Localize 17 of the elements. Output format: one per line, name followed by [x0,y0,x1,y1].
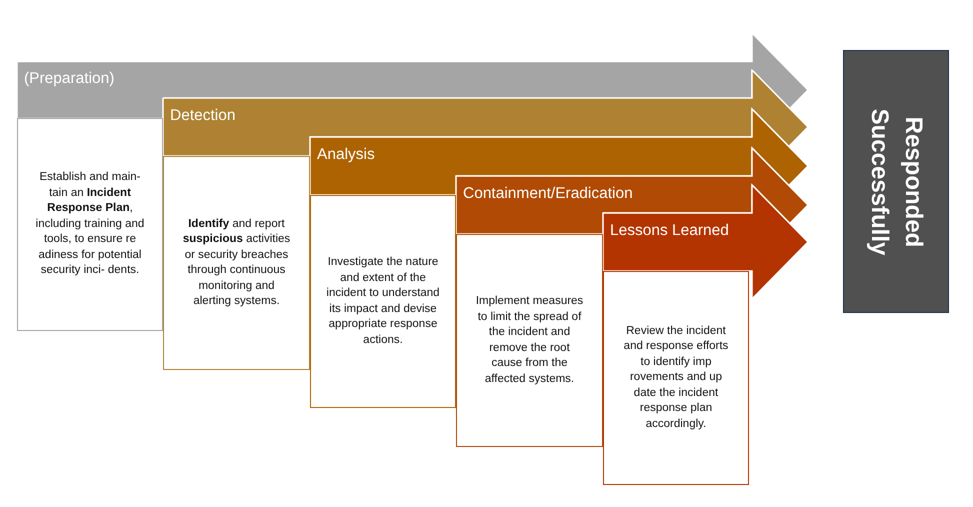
result-box [843,50,949,313]
description-text: Investigate the nature and extent of the incident to understand its impact and devise appropriate response actions. [326,255,440,348]
phase-title: Analysis [317,145,375,165]
description-text: Establish and main- tain an Incident Response Plan, including training and tools, to ensure re adiness for potential security inci- dents. [34,170,146,278]
description-box [163,156,310,370]
phase-title: Lessons Learned [610,221,729,241]
phase-title: Containment/Eradication [463,184,633,204]
phase-title: Detection [170,106,236,126]
description-box [17,118,163,331]
description-box [456,234,603,447]
description-box [310,195,456,408]
phase-title: (Preparation) [24,69,114,89]
description-text: Implement measures to limit the spread of the incident and remove the root cause from the affected systems. [474,294,584,386]
description-text: Review the incident and response efforts to identify imp rovements and up date the incident response plan accordingly. [622,324,730,432]
description-text: Identify and report suspicious activities or security breaches through continuous monitoring and alerting systems. [182,216,292,309]
description-box [603,271,749,485]
result-text: Responded Successfully [865,107,928,258]
